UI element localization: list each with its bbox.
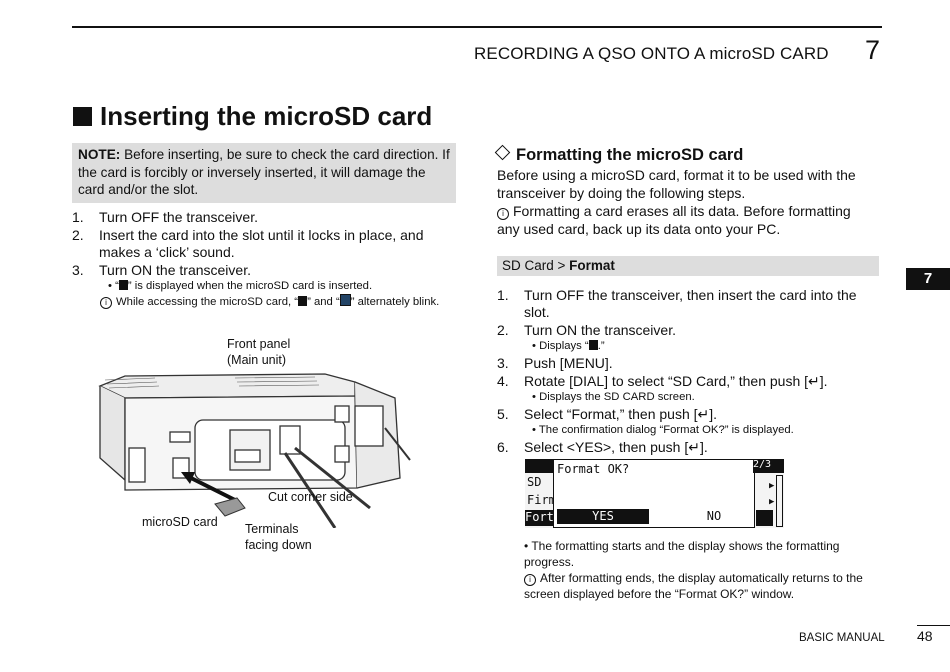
step-number: 5. <box>497 406 509 422</box>
right-step-3: 3. Push [MENU]. <box>497 355 877 372</box>
step-number: 1. <box>497 287 509 303</box>
format-ok-dialog: Format OK? YES NO <box>553 459 755 528</box>
subsection-title: Formatting the microSD card <box>494 144 744 165</box>
scrollbar[interactable] <box>776 475 783 527</box>
sub-text: ” is displayed when the microSD card is … <box>127 280 373 292</box>
page-number: 48 <box>917 628 933 644</box>
footer-manual-name: BASIC MANUAL <box>799 632 885 644</box>
right-step-6: 6. Select <YES>, then push [↵]. <box>497 439 877 456</box>
header-chapter-number: 7 <box>865 35 881 65</box>
info-icon: i <box>524 574 536 586</box>
sub-text: • “ <box>108 280 119 292</box>
footer-rule <box>917 625 950 626</box>
dialog-text: Format OK? <box>557 462 630 476</box>
label-microsd-card: microSD card <box>142 515 218 529</box>
lcd-row-format: Fort <box>525 510 554 526</box>
label-front-panel: Front panel <box>227 337 291 351</box>
note-label: NOTE: <box>78 147 121 162</box>
label-facing-down: facing down <box>245 538 312 552</box>
sub-text: .” <box>597 340 605 352</box>
step-number: 3. <box>497 355 509 371</box>
chapter-side-tab[interactable]: 7 <box>906 268 950 290</box>
lcd-row: Firm <box>527 493 556 507</box>
right-step-2: 2. Turn ON the transceiver. <box>497 322 877 339</box>
step-2-sub: • Displays “ .” <box>532 338 605 354</box>
step-text: Rotate [DIAL] to select “SD Card,” then … <box>524 373 828 389</box>
left-step-2: 2. Insert the card into the slot until i… <box>72 227 452 261</box>
sd-card-icon <box>588 340 598 350</box>
section-title: Inserting the microSD card <box>73 101 432 132</box>
step-number: 2. <box>497 322 509 338</box>
sub-text: ” alternately blink. <box>350 296 440 308</box>
sub-text: While accessing the microSD card, “ <box>116 296 299 308</box>
step-5-sub: • The confirmation dialog “Format OK?” i… <box>532 424 794 436</box>
info-icon: i <box>100 297 112 309</box>
sd-card-icon <box>298 296 308 306</box>
sd-access-icon <box>339 294 351 306</box>
label-main-unit: (Main unit) <box>227 353 287 367</box>
section-title-text: Inserting the microSD card <box>100 101 433 131</box>
menu-path-text: SD Card > <box>502 258 570 273</box>
menu-path-bar: SD Card > Format <box>497 256 879 276</box>
diamond-icon <box>494 144 511 161</box>
no-button[interactable]: NO <box>706 509 722 523</box>
note-box: NOTE: Before inserting, be sure to check… <box>72 143 456 203</box>
caution-text: Formatting a card erases all its data. B… <box>497 203 851 237</box>
step-number: 1. <box>72 209 84 225</box>
step-text: Turn ON the transceiver. <box>524 322 676 338</box>
step-4-sub: • Displays the SD CARD screen. <box>532 391 695 403</box>
sd-icon-note: • “ ” is displayed when the microSD card … <box>108 278 458 294</box>
yes-button[interactable]: YES <box>557 509 649 524</box>
format-intro: Before using a microSD card, format it t… <box>497 167 856 201</box>
step-text: Turn ON the transceiver. <box>99 262 251 278</box>
lcd-row: SD <box>527 475 542 489</box>
lcd-row-sd-selected <box>525 459 553 473</box>
left-step-3: 3. Turn ON the transceiver. <box>72 262 452 279</box>
step-text: Turn OFF the transceiver. <box>99 209 258 225</box>
lcd-block <box>756 510 773 526</box>
sd-card-icon <box>118 280 128 290</box>
step-number: 4. <box>497 373 509 389</box>
step-text: Turn OFF the transceiver, then insert th… <box>524 287 857 320</box>
lcd-format-screen: SD Firm Fort Format OK? YES NO 2/3 ▶ ▶ <box>525 459 784 528</box>
step-text: Select “Format,” then push [↵]. <box>524 406 718 422</box>
menu-path-item: Format <box>569 258 615 273</box>
right-arrow-icon: ▶ <box>769 481 775 491</box>
formatting-progress-note: • The formatting starts and the display … <box>524 539 840 569</box>
label-terminals: Terminals <box>245 522 299 536</box>
step-text: Push [MENU]. <box>524 355 613 371</box>
header-rule <box>72 26 882 28</box>
sub-text: • Displays “ <box>532 340 589 352</box>
subsection-title-text: Formatting the microSD card <box>516 146 744 164</box>
step-number: 6. <box>497 439 509 455</box>
step-number: 2. <box>72 227 84 243</box>
label-cut-corner: Cut corner side <box>268 490 353 504</box>
right-arrow-icon: ▶ <box>769 497 775 507</box>
step-text: Insert the card into the slot until it l… <box>99 227 424 260</box>
step-number: 3. <box>72 262 84 278</box>
info-text: After formatting ends, the display autom… <box>524 571 863 601</box>
lcd-page-indicator: 2/3 <box>753 459 784 473</box>
right-step-1: 1. Turn OFF the transceiver, then insert… <box>497 287 877 321</box>
note-text: Before inserting, be sure to check the c… <box>78 147 450 197</box>
sd-access-info: i While accessing the microSD card, “ ” an… <box>100 294 455 310</box>
square-bullet-icon <box>73 107 92 126</box>
step-text: Select <YES>, then push [↵]. <box>524 439 708 455</box>
right-step-5: 5. Select “Format,” then push [↵]. <box>497 406 877 423</box>
right-step-4: 4. Rotate [DIAL] to select “SD Card,” th… <box>497 373 877 390</box>
sub-text: ” and “ <box>307 296 340 308</box>
left-step-1: 1. Turn OFF the transceiver. <box>72 209 452 226</box>
transceiver-illustration <box>98 373 411 528</box>
header-title: RECORDING A QSO ONTO A microSD CARD <box>474 44 829 63</box>
info-icon: i <box>497 208 509 220</box>
